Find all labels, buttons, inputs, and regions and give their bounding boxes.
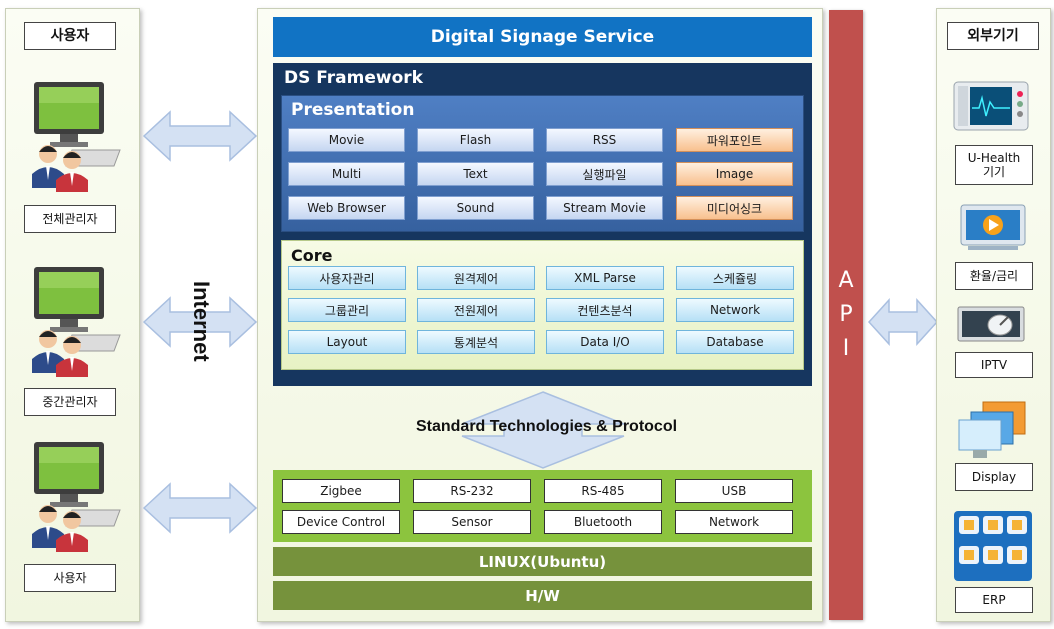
core-item: 스케쥴링	[676, 266, 794, 290]
hw-bar: H/W	[273, 581, 812, 610]
device-label: 환율/금리	[955, 262, 1033, 290]
internet-label: Internet	[189, 281, 214, 362]
api-arrow	[867, 298, 939, 346]
devices-title: 외부기기	[947, 22, 1039, 50]
users-title: 사용자	[24, 22, 116, 50]
erp-apps-icon	[954, 511, 1032, 581]
core-item: Database	[676, 330, 794, 354]
api-letter: A	[838, 268, 854, 293]
core-item: 컨텐츠분석	[546, 298, 664, 322]
api-letter: I	[842, 336, 850, 361]
os-bar: LINUX(Ubuntu)	[273, 547, 812, 576]
core-item: XML Parse	[546, 266, 664, 290]
core-item: Data I/O	[546, 330, 664, 354]
device-label: IPTV	[955, 352, 1033, 378]
presentation-title: Presentation	[291, 100, 415, 120]
protocol-item: Zigbee	[282, 479, 400, 503]
device-label: ERP	[955, 587, 1033, 613]
user-role-label: 사용자	[24, 564, 116, 592]
presentation-item: 실행파일	[546, 162, 663, 186]
core-item: 통계분석	[417, 330, 535, 354]
user-role-label: 중간관리자	[24, 388, 116, 416]
presentation-item: Image	[676, 162, 793, 186]
protocol-item: Bluetooth	[544, 510, 662, 534]
protocol-item: Device Control	[282, 510, 400, 534]
arrow-icon	[142, 482, 258, 534]
core-item: Network	[676, 298, 794, 322]
media-player-icon	[960, 204, 1026, 250]
protocol-item: USB	[675, 479, 793, 503]
satellite-tv-icon	[957, 306, 1025, 342]
protocol-item: Network	[675, 510, 793, 534]
presentation-item: Text	[417, 162, 534, 186]
health-monitor-icon	[953, 81, 1029, 131]
presentation-item: Movie	[288, 128, 405, 152]
internet-arrows	[142, 110, 258, 534]
arrow-icon	[142, 296, 258, 348]
device-label: Display	[955, 463, 1033, 491]
presentation-item: Web Browser	[288, 196, 405, 220]
device-label: U-Health 기기	[955, 145, 1033, 185]
presentation-item: RSS	[546, 128, 663, 152]
core-item: 전원제어	[417, 298, 535, 322]
user-computer-icon	[32, 82, 121, 192]
presentation-item: Flash	[417, 128, 534, 152]
core-item: 사용자관리	[288, 266, 406, 290]
presentation-item: Multi	[288, 162, 405, 186]
protocol-item: Sensor	[413, 510, 531, 534]
user-role-label: 전체관리자	[24, 205, 116, 233]
core-item: 원격제어	[417, 266, 535, 290]
arrow-icon	[867, 298, 939, 346]
protocol-item: RS-485	[544, 479, 662, 503]
core-title: Core	[291, 246, 333, 265]
ds-framework-title: DS Framework	[284, 68, 423, 88]
service-title-bar: Digital Signage Service	[273, 17, 812, 57]
core-item: 그룹관리	[288, 298, 406, 322]
user-computer-icon	[32, 267, 121, 377]
up-down-arrow-icon	[461, 391, 625, 469]
display-screens-icon	[958, 401, 1026, 458]
user-computer-icon	[32, 442, 121, 552]
presentation-item: 미디어싱크	[676, 196, 793, 220]
standard-label: Standard Technologies & Protocol	[415, 418, 678, 435]
presentation-item: 파워포인트	[676, 128, 793, 152]
vertical-double-arrow	[461, 391, 625, 469]
api-bar	[829, 10, 863, 620]
api-letter: P	[839, 302, 853, 327]
protocol-item: RS-232	[413, 479, 531, 503]
presentation-item: Sound	[417, 196, 534, 220]
presentation-item: Stream Movie	[546, 196, 663, 220]
arrow-icon	[142, 110, 258, 162]
core-item: Layout	[288, 330, 406, 354]
